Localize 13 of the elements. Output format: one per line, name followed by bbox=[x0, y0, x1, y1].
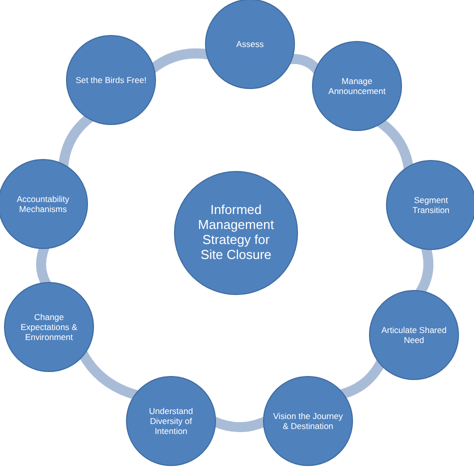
node-label: Manage Announcement bbox=[327, 76, 387, 96]
node-label: Understand Diversity of Intention bbox=[148, 406, 194, 436]
node-label: Set the Birds Free! bbox=[74, 74, 148, 86]
ring-connector bbox=[376, 118, 414, 170]
ring-connector bbox=[339, 359, 386, 400]
ring-connector bbox=[78, 350, 140, 400]
node-label: Accountability Mechanisms bbox=[16, 194, 70, 214]
node-label: Assess bbox=[235, 38, 265, 50]
node-label: Change Expectations & Environment bbox=[20, 312, 78, 342]
node-label: Vision the Journey & Destination bbox=[272, 410, 344, 432]
node-label: Informed Management Strategy for Site Closure bbox=[197, 203, 275, 263]
node-label: Articulate Shared Need bbox=[380, 324, 448, 346]
node-label: Segment Transition bbox=[411, 194, 450, 216]
